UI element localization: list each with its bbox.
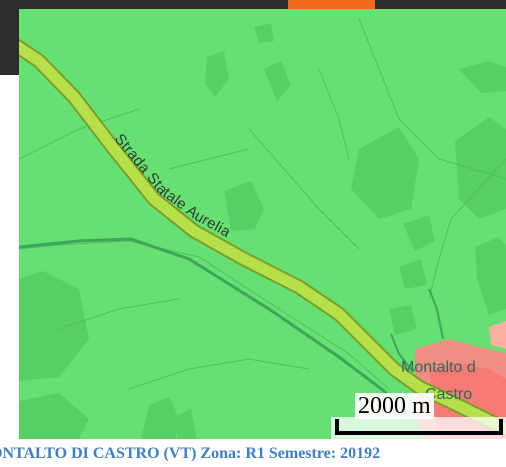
vegetation-patches bbox=[19, 23, 506, 439]
place-label: Castro bbox=[425, 386, 473, 403]
map-layer: Strada Statale Aurelia bbox=[19, 9, 506, 439]
urban-fringe bbox=[489, 321, 506, 349]
highway-strada-statale-aurelia[interactable] bbox=[19, 41, 506, 435]
place-label: Montalto d bbox=[401, 359, 476, 376]
map-caption: ONTALTO DI CASTRO (VT) Zona: R1 Semestre… bbox=[0, 439, 506, 467]
minor-road bbox=[428, 288, 444, 340]
active-tab-indicator[interactable] bbox=[288, 0, 375, 9]
scale-bar bbox=[335, 419, 503, 435]
scale-label: 2000 m bbox=[355, 393, 434, 419]
caption-text: ONTALTO DI CASTRO (VT) Zona: R1 Semestre… bbox=[0, 445, 381, 462]
map-canvas[interactable]: Strada Statale Aurelia Montalto d Castro… bbox=[19, 9, 506, 439]
secondary-road bbox=[19, 237, 411, 419]
tracks bbox=[19, 18, 506, 390]
